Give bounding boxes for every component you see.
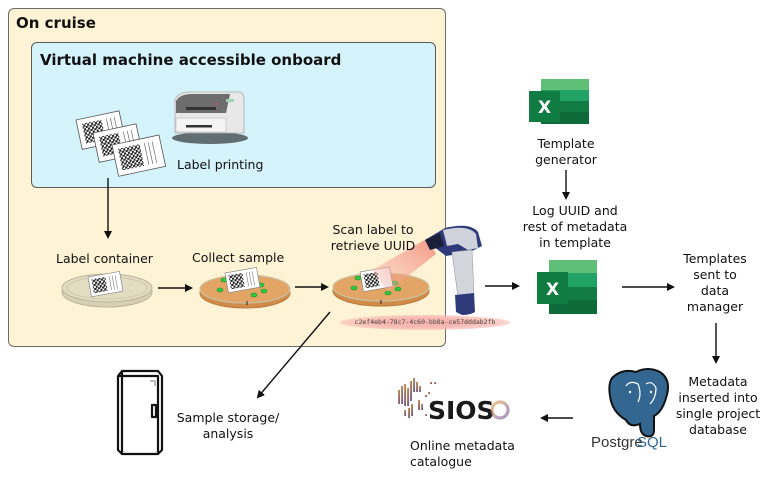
templates-sent-line: Templates — [683, 251, 747, 266]
online-catalogue-text: Online metadata catalogue — [410, 438, 515, 470]
log-uuid-text: Log UUID and rest of metadata in templat… — [510, 203, 640, 251]
uuid-readout: c2ef4eb4-78c7-4c60-bb8a-ce57dddab2fb — [340, 315, 510, 330]
virtual-machine-title: Virtual machine accessible onboard — [40, 51, 342, 69]
templates-sent-line: manager — [686, 299, 744, 314]
petri-dish-scan-icon — [332, 238, 436, 307]
svg-text:X: X — [538, 98, 551, 118]
templates-sent-line: sent to — [693, 267, 737, 282]
templates-sent-text: Templates sent to data manager — [672, 251, 758, 315]
metadata-inserted-line: single project — [675, 406, 761, 421]
online-catalogue-line: Online metadata — [410, 438, 515, 453]
petri-dish-collect-sample-icon — [199, 267, 291, 309]
metadata-inserted-line: inserted into — [678, 390, 758, 405]
log-uuid-line: rest of metadata — [522, 219, 628, 234]
scan-beam — [372, 238, 436, 292]
sample-storage-line: analysis — [202, 426, 254, 441]
svg-text:X: X — [546, 280, 559, 300]
label-sheets-icon — [75, 110, 167, 177]
barcode-scanner-icon — [425, 225, 482, 315]
svg-text:SQL: SQL — [637, 434, 667, 451]
excel-template-generator-icon: X — [529, 79, 589, 124]
excel-log-template-icon: X — [537, 260, 597, 314]
arrow-scan-to-storage — [256, 311, 331, 399]
template-generator-line: generator — [535, 152, 597, 167]
scan-label-line: retrieve UUID — [330, 238, 416, 253]
postgresql-logo: Postgre SQL — [591, 368, 669, 451]
sample-storage-line: Sample storage/ — [176, 410, 280, 425]
printer-icon — [172, 91, 248, 144]
label-printing-text: Label printing — [177, 157, 264, 172]
metadata-inserted-text: Metadata inserted into single project da… — [670, 374, 766, 438]
scan-label-line: Scan label to — [332, 222, 414, 237]
svg-text:SIOS: SIOS — [428, 396, 495, 425]
on-cruise-title: On cruise — [16, 14, 96, 32]
label-container-text: Label container — [56, 251, 153, 266]
collect-sample-text: Collect sample — [192, 250, 285, 265]
sios-logo: SIOS — [398, 378, 510, 425]
fridge-icon — [116, 369, 164, 456]
metadata-inserted-line: database — [689, 422, 747, 437]
metadata-inserted-line: Metadata — [688, 374, 748, 389]
log-uuid-line: Log UUID and — [532, 203, 618, 218]
scan-label-text: Scan label to retrieve UUID — [318, 222, 428, 254]
templates-sent-line: data — [700, 283, 730, 298]
sample-storage-text: Sample storage/ analysis — [170, 410, 286, 442]
online-catalogue-line: catalogue — [410, 454, 472, 469]
petri-dish-label-container-icon — [61, 271, 153, 308]
template-generator-text: Template generator — [524, 136, 608, 168]
template-generator-line: Template — [537, 136, 595, 151]
svg-text:Postgre: Postgre — [591, 434, 643, 451]
log-uuid-line: in template — [539, 235, 611, 250]
